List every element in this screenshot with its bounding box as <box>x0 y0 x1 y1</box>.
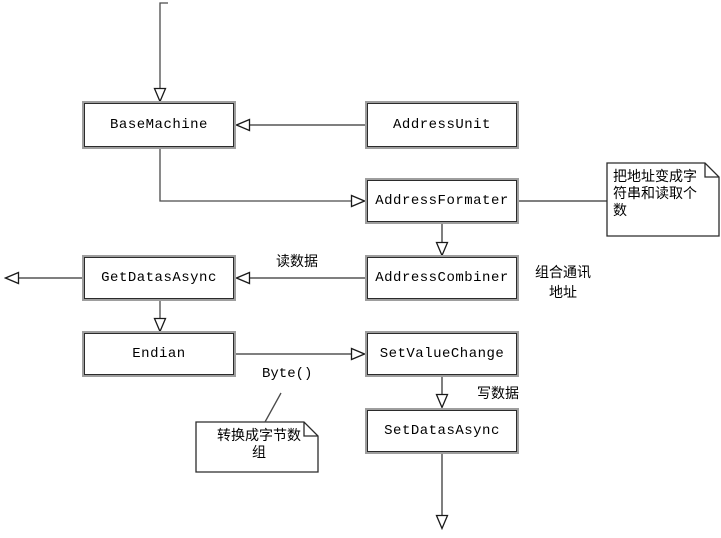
node-endian-label: Endian <box>132 346 186 362</box>
node-setdatasasync-label: SetDatasAsync <box>384 423 500 439</box>
node-addressformater[interactable]: AddressFormater <box>367 180 517 222</box>
node-setvaluechange[interactable]: SetValueChange <box>367 333 517 375</box>
edge-basemachine-to-addressformater <box>159 147 364 201</box>
note-byte-array-pointer <box>264 392 282 423</box>
node-addressformater-label: AddressFormater <box>375 193 509 209</box>
edge-label-write-data: 写数据 <box>477 386 519 402</box>
node-setvaluechange-label: SetValueChange <box>379 346 505 362</box>
note-byte-array[interactable]: 转换成字节数组 <box>217 428 301 461</box>
node-basemachine-label: BaseMachine <box>110 117 208 133</box>
note-address-format[interactable]: 把地址变成字符串和读取个数 <box>613 169 697 219</box>
node-addresscombiner-label: AddressCombiner <box>375 270 509 286</box>
edge-label-byte-call: Byte() <box>262 366 313 382</box>
node-getdatasasync-label: GetDatasAsync <box>101 270 217 286</box>
node-endian[interactable]: Endian <box>84 333 234 375</box>
node-getdatasasync[interactable]: GetDatasAsync <box>84 257 234 299</box>
node-addressunit-label: AddressUnit <box>393 117 491 133</box>
edge-top-entry-to-basemachine <box>160 2 168 101</box>
edge-label-combine-address: 组合通讯地址 <box>535 265 591 301</box>
edge-label-read-data: 读数据 <box>276 254 318 270</box>
node-addressunit[interactable]: AddressUnit <box>367 103 517 147</box>
node-addresscombiner[interactable]: AddressCombiner <box>367 257 517 299</box>
node-basemachine[interactable]: BaseMachine <box>84 103 234 147</box>
node-setdatasasync[interactable]: SetDatasAsync <box>367 410 517 452</box>
